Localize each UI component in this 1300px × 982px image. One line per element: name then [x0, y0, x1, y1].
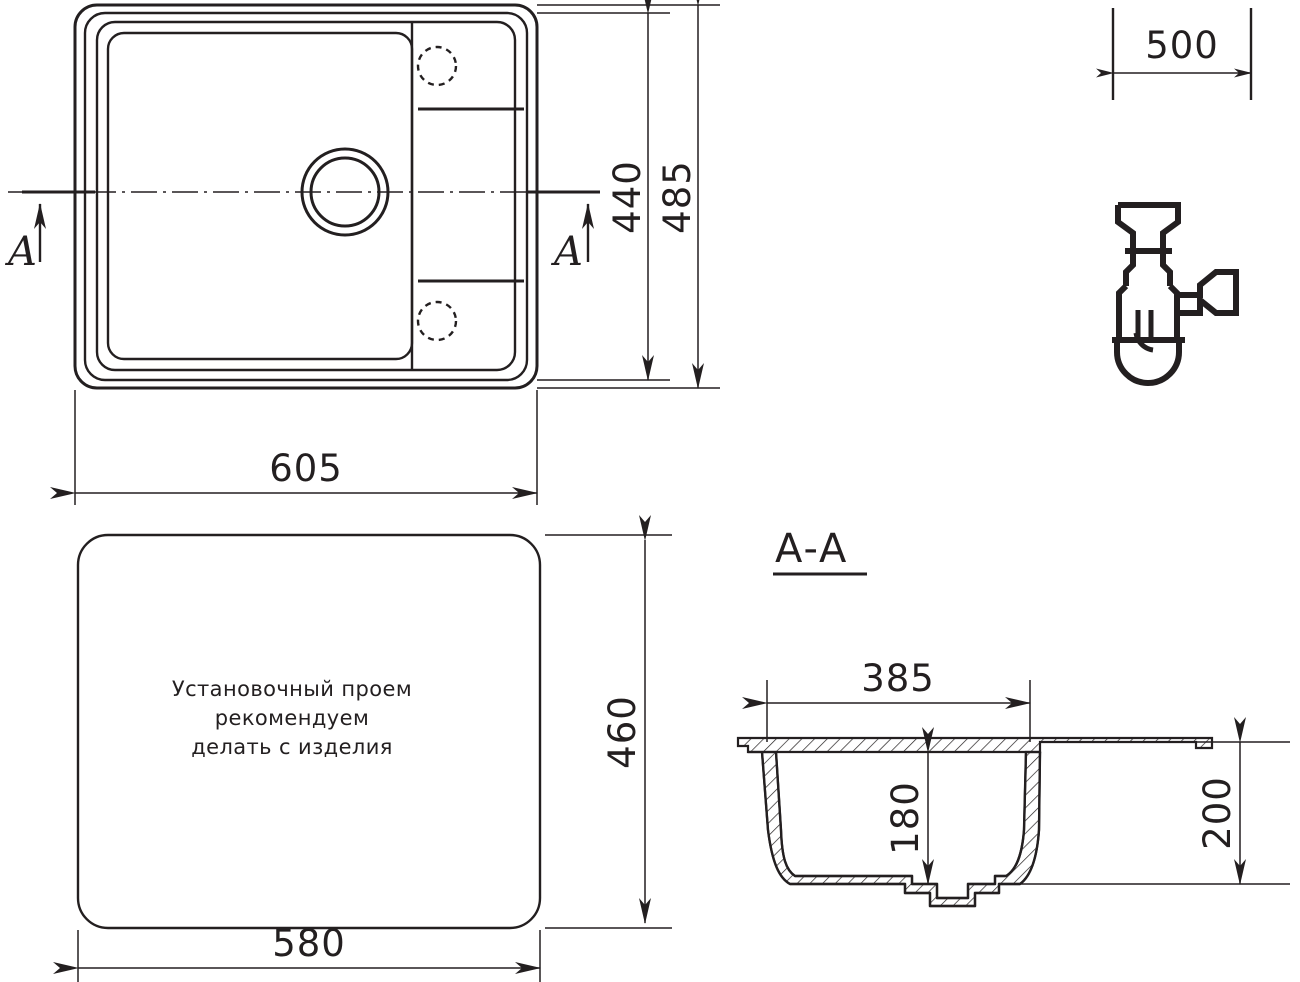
cutout-outline — [76, 533, 542, 930]
dimension-460-label: 460 — [601, 695, 644, 769]
dimension-605-label: 605 — [269, 447, 343, 490]
mounting-hole-top — [416, 45, 458, 87]
bowl-outer-profile — [760, 751, 1042, 908]
siphon-icon — [1112, 202, 1239, 386]
siphon-detail-group: 500 — [1096, 8, 1253, 386]
dimension-500: 500 — [1096, 8, 1253, 100]
bowl-inner-profile — [774, 751, 1028, 900]
dimension-500-label: 500 — [1145, 24, 1219, 67]
section-marker-left: A — [4, 190, 95, 275]
sink-top-view: A A 440 485 — [4, 0, 720, 505]
section-rim-slab — [736, 736, 1214, 754]
section-a-a-view: A-A 385 180 — [736, 526, 1290, 908]
dimension-200-label: 200 — [1196, 776, 1239, 850]
sink-inner-rim — [95, 20, 517, 372]
installation-cutout-view: Установочный проем рекомендуем делать с … — [53, 515, 672, 982]
section-title: A-A — [775, 526, 848, 572]
dimension-440: 440 — [606, 0, 654, 381]
section-marker-right: A — [528, 190, 600, 275]
dimension-580: 580 — [53, 922, 541, 974]
dimension-485-label: 485 — [656, 160, 699, 234]
dimension-485: 485 — [656, 0, 704, 389]
dimension-440-label: 440 — [606, 160, 649, 234]
sink-outer-rim — [73, 3, 539, 390]
dimension-180-label: 180 — [884, 781, 927, 855]
cutout-note-line-3: делать с изделия — [191, 735, 393, 759]
dimension-200: 200 — [1196, 717, 1246, 885]
dimension-385-label: 385 — [861, 657, 935, 700]
sink-middle-rim — [83, 11, 529, 382]
cutout-note-line-1: Установочный проем — [172, 677, 412, 701]
section-marker-right-label: A — [550, 229, 583, 275]
dimension-460: 460 — [601, 515, 651, 924]
dimension-385: 385 — [742, 657, 1031, 709]
dimension-180: 180 — [884, 727, 934, 885]
sink-bowl-outline — [106, 31, 414, 361]
cutout-note-line-2: рекомендуем — [215, 706, 369, 730]
mounting-hole-bottom — [416, 300, 458, 342]
dimension-605: 605 — [50, 447, 538, 499]
dimension-580-label: 580 — [272, 922, 346, 965]
section-marker-left-label: A — [4, 229, 37, 275]
